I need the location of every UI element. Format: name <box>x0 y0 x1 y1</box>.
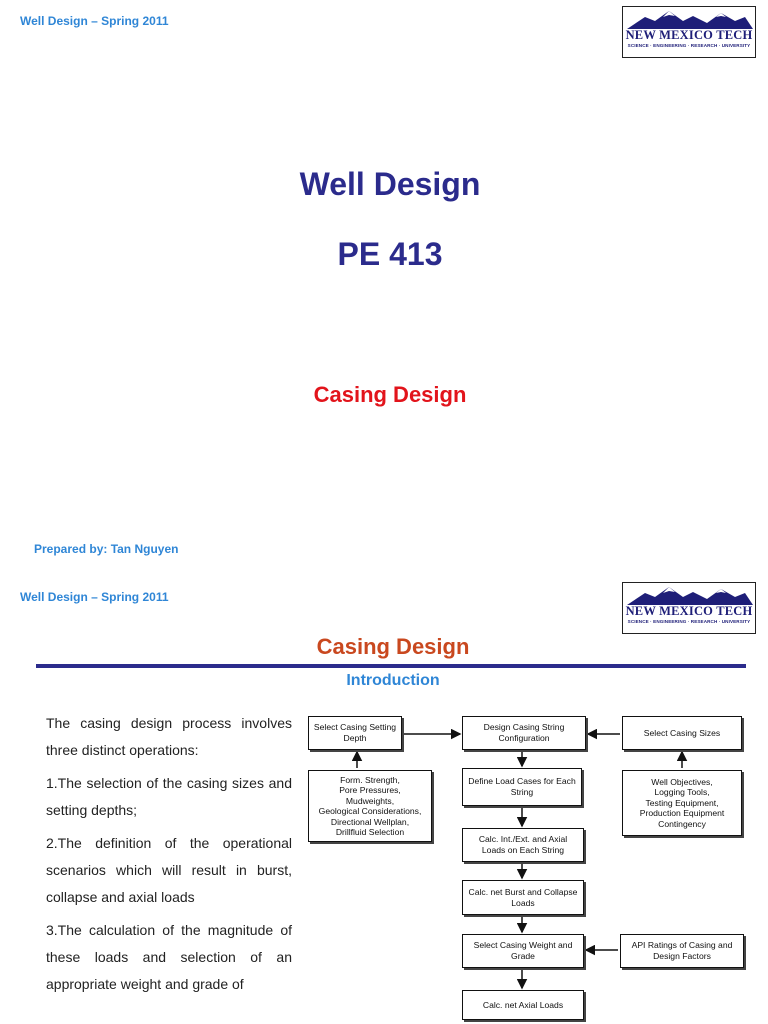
nmt-logo: NEW MEXICO TECH SCIENCE · ENGINEERING · … <box>622 582 756 634</box>
well-objective-line: Testing Equipment, <box>645 797 719 808</box>
intro-text: The casing design process involves three… <box>46 710 292 1004</box>
intro-paragraph: 2.The definition of the operational scen… <box>46 835 292 905</box>
logo-tagline: SCIENCE · ENGINEERING · RESEARCH · UNIVE… <box>627 43 751 48</box>
slide2-header: Well Design – Spring 2011 <box>20 590 169 604</box>
slide1-title: Well Design <box>299 166 481 202</box>
formation-input-line: Mudweights, <box>345 795 395 806</box>
flow-formation-inputs: Form. Strength, Pore Pressures, Mudweigh… <box>308 770 432 842</box>
logo-name: NEW MEXICO TECH <box>625 604 753 618</box>
well-objective-line: Contingency <box>658 818 706 829</box>
mountain-logo-icon <box>627 11 753 29</box>
slide1-course: PE 413 <box>337 236 443 272</box>
flow-define-load-cases: Define Load Cases for Each String <box>462 768 582 806</box>
nmt-logo: NEW MEXICO TECH SCIENCE · ENGINEERING · … <box>622 6 756 58</box>
mountain-logo-icon <box>627 587 753 605</box>
flow-select-setting-depth: Select Casing Setting Depth <box>308 716 402 750</box>
formation-input-line: Geological Considerations, <box>318 806 422 816</box>
intro-paragraph: 1.The selection of the casing sizes and … <box>46 775 292 818</box>
intro-paragraph: 3.The calculation of the magnitude of th… <box>46 922 292 992</box>
flow-select-sizes: Select Casing Sizes <box>622 716 742 750</box>
formation-input-line: Form. Strength, <box>340 774 400 785</box>
formation-input-line: Drillfluid Selection <box>335 827 405 837</box>
slide1-header: Well Design – Spring 2011 <box>20 14 169 28</box>
flow-select-weight-grade: Select Casing Weight and Grade <box>462 934 584 968</box>
flow-api-ratings: API Ratings of Casing and Design Factors <box>620 934 744 968</box>
title-divider <box>36 664 746 668</box>
formation-input-line: Pore Pressures, <box>339 785 401 795</box>
logo-tagline: SCIENCE · ENGINEERING · RESEARCH · UNIVE… <box>627 619 751 624</box>
well-objective-line: Well Objectives, <box>651 776 713 787</box>
well-objective-line: Logging Tools, <box>654 787 710 798</box>
flow-calc-burst-collapse: Calc. net Burst and Collapse Loads <box>462 880 584 915</box>
well-objective-line: Production Equipment <box>639 808 725 819</box>
flow-calc-int-ext-loads: Calc. Int./Ext. and Axial Loads on Each … <box>462 828 584 862</box>
formation-input-line: Directional Wellplan, <box>330 816 410 827</box>
slide2-title: Casing Design <box>316 634 470 659</box>
flow-calc-axial-loads: Calc. net Axial Loads <box>462 990 584 1020</box>
intro-paragraph: The casing design process involves three… <box>46 715 292 758</box>
logo-name: NEW MEXICO TECH <box>625 28 753 42</box>
slide1-author: Prepared by: Tan Nguyen <box>34 542 179 556</box>
section-heading: Introduction <box>346 672 440 689</box>
flow-well-objectives: Well Objectives, Logging Tools, Testing … <box>622 770 742 836</box>
flow-design-string: Design Casing String Configuration <box>462 716 586 750</box>
slide1-subtitle: Casing Design <box>313 382 467 407</box>
